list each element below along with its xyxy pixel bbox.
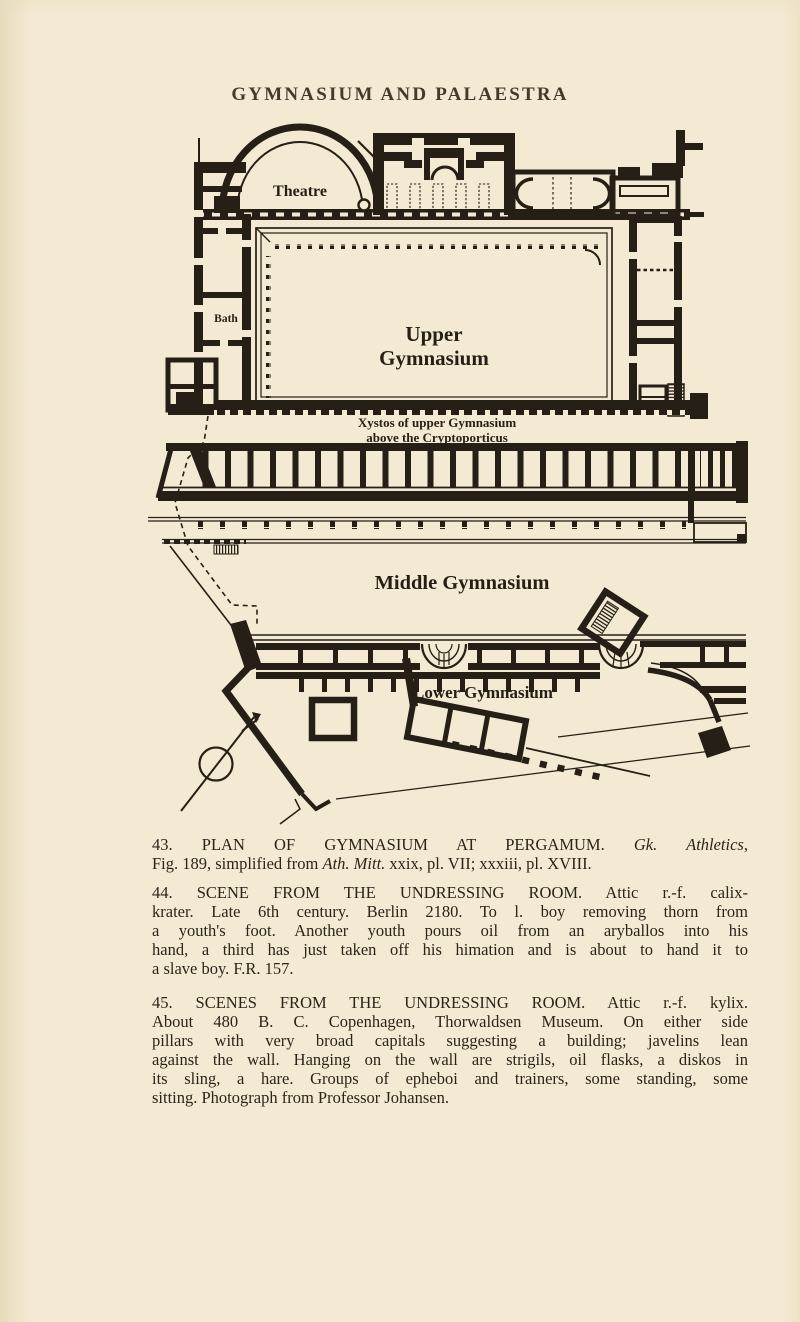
xystos-label-line2: above the Cryptoporticus xyxy=(366,430,508,445)
bath-wing xyxy=(165,138,251,415)
caption-43: 43. PLAN OF GYMNASIUM AT PERGAMUM. Gk. A… xyxy=(152,835,748,873)
lower-gym-label: Lower Gymnasium xyxy=(413,683,553,702)
theatre-label: Theatre xyxy=(273,183,327,200)
xystos-colonnade-band xyxy=(214,393,708,419)
caption-45-line1: 45. SCENES FROM THE UNDRESSING ROOM. Att… xyxy=(152,993,748,1012)
caption-43-line2: Fig. 189, simplified from Ath. Mitt. xxi… xyxy=(152,854,748,873)
basin-room xyxy=(609,163,683,219)
gymnasium-plan-figure: Theatre Bath Upper Gymnasium Xystos of u… xyxy=(148,123,751,825)
caption-43-italic-ref: Ath. Mitt. xyxy=(322,854,386,873)
middle-gym-label: Middle Gymnasium xyxy=(375,572,550,594)
caption-43-text: xxix, pl. VII; xxxiii, pl. XVIII. xyxy=(385,854,592,873)
bath-label: Bath xyxy=(214,313,238,325)
caption-45-line3: pillars with very broad capitals suggest… xyxy=(152,1031,748,1050)
caption-44-line2: krater. Late 6th century. Berlin 2180. T… xyxy=(152,902,748,921)
xystos-label-line1: Xystos of upper Gymnasium xyxy=(358,415,516,430)
upper-gym-label-line2: Gymnasium xyxy=(379,346,489,370)
caption-44-line3: a youth's foot. Another youth pours oil … xyxy=(152,921,748,940)
northeast-corner-wall xyxy=(676,130,704,217)
terrace-lines xyxy=(148,516,747,555)
lower-gymnasium-block xyxy=(250,587,746,758)
cryptoporticus xyxy=(155,441,748,523)
north-arrow-icon xyxy=(180,712,261,812)
caption-45-line6: sitting. Photograph from Professor Johan… xyxy=(152,1088,449,1107)
theatre-structure xyxy=(214,123,382,213)
terrace-colonnade-band xyxy=(196,209,690,220)
caption-43-text: Fig. 189, simplified from xyxy=(152,854,323,873)
caption-45-line5: its sling, a hare. Groups of epheboi and… xyxy=(152,1069,748,1088)
caption-44-line4: hand, a third has just taken off his him… xyxy=(152,940,748,959)
caption-45: 45. SCENES FROM THE UNDRESSING ROOM. Att… xyxy=(152,993,748,1107)
caption-43-line1: 43. PLAN OF GYMNASIUM AT PERGAMUM. Gk. A… xyxy=(152,835,748,854)
road-lines xyxy=(335,712,751,800)
caption-45-line4: against the wall. Hanging on the wall ar… xyxy=(152,1050,748,1069)
upper-gymnasium-court xyxy=(255,227,613,403)
caption-44: 44. SCENE FROM THE UNDRESSING ROOM. Atti… xyxy=(152,883,748,978)
caption-45-line2: About 480 B. C. Copenhagen, Thorwaldsen … xyxy=(152,1012,748,1031)
boundary-lines xyxy=(169,415,262,672)
page-title: GYMNASIUM AND PALAESTRA xyxy=(231,84,569,105)
southwest-enclosure xyxy=(221,658,651,825)
apsidal-room xyxy=(510,169,616,218)
caption-43-text: 43. PLAN OF GYMNASIUM AT PERGAMUM. xyxy=(152,835,634,854)
caption-43-italic-ref: Gk. Athletics xyxy=(633,835,744,854)
caption-43-text: , xyxy=(743,835,748,854)
plan-linework xyxy=(148,123,751,825)
caption-44-line1: 44. SCENE FROM THE UNDRESSING ROOM. Atti… xyxy=(152,883,748,902)
upper-gym-label-line1: Upper xyxy=(405,322,462,346)
east-wing xyxy=(629,216,685,417)
central-hall xyxy=(373,133,515,215)
caption-44-line5: a slave boy. F.R. 157. xyxy=(152,959,294,978)
